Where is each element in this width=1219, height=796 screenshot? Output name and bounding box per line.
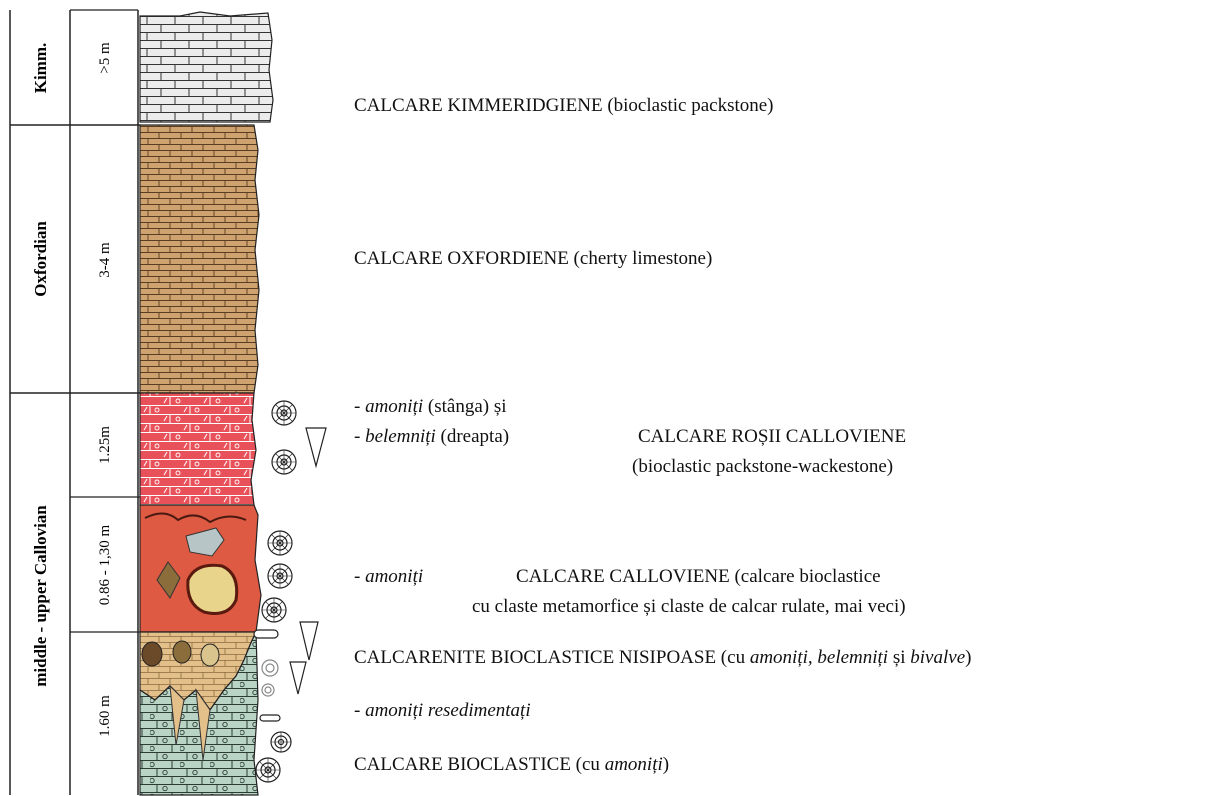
desc-kimmeridgian: CALCARE KIMMERIDGIENE (bioclastic packst…: [354, 95, 774, 117]
desc-cal-sub-text: cu claste metamorfice și claste de calca…: [472, 596, 906, 617]
desc-bio-1: CALCARE BIOCLASTICE (cu: [354, 754, 605, 775]
thickness-label-red: 1.25m: [97, 426, 113, 464]
desc-red-b2: (dreapta): [436, 426, 509, 447]
belemnite-icon: [306, 428, 326, 466]
stage-label-callovian: middle - upper Callovian: [31, 505, 50, 687]
desc-dash: -: [354, 426, 365, 447]
ammonite-icon: [268, 564, 292, 588]
desc-cal-title-text: CALCARE CALLOVIENE (calcare bioclastice: [516, 566, 881, 587]
ammonite-icon: [271, 732, 291, 752]
desc-resedimented: - amoniți resedimentați: [354, 700, 531, 722]
clast-dark: [201, 644, 219, 666]
belemnite-icon: [290, 662, 306, 694]
desc-sand-1: CALCARENITE BIOCLASTICE NISIPOASE (cu: [354, 647, 750, 668]
stage-label-oxfordian: Oxfordian: [31, 221, 50, 297]
ammonite-icon: [262, 684, 274, 696]
desc-red-a1: amoniți: [365, 396, 423, 417]
desc-sand-5: ): [965, 647, 971, 668]
desc-dash: -: [354, 700, 365, 721]
desc-bio-3: ): [663, 754, 669, 775]
layer-kimmeridgian: [140, 12, 273, 122]
clast-dark: [173, 641, 191, 663]
desc-bio-2: amoniți: [605, 754, 663, 775]
column-table: Kimm. Oxfordian middle - upper Callovian…: [10, 10, 140, 795]
bivalve-icon: [254, 630, 278, 638]
desc-dash: -: [354, 396, 365, 417]
desc-callovian-title: CALCARE CALLOVIENE (calcare bioclastice: [516, 566, 881, 588]
desc-kimm-text: CALCARE KIMMERIDGIENE (bioclastic packst…: [354, 95, 774, 116]
desc-callovian-sub: cu claste metamorfice și claste de calca…: [472, 596, 906, 618]
desc-red-belemnites: - belemniți (dreapta): [354, 426, 509, 448]
desc-resed-text: amoniți resedimentați: [365, 700, 531, 721]
ammonite-icon: [272, 401, 296, 425]
desc-sandy-calcarenite: CALCARENITE BIOCLASTICE NISIPOASE (cu am…: [354, 647, 971, 669]
ammonite-icon: [262, 598, 286, 622]
desc-red-sub: (bioclastic packstone-wackestone): [632, 456, 893, 478]
desc-bioclastic: CALCARE BIOCLASTICE (cu amoniți): [354, 754, 669, 776]
desc-oxfordian: CALCARE OXFORDIENE (cherty limestone): [354, 248, 712, 270]
desc-sand-4: bivalve: [910, 647, 965, 668]
desc-sand-3: și: [888, 647, 910, 668]
desc-red-b1: belemniți: [365, 426, 436, 447]
desc-dash: -: [354, 566, 365, 587]
fossil-symbols: [254, 401, 326, 782]
desc-sand-2: amoniți, belemniți: [750, 647, 888, 668]
desc-cal-a: amoniți: [365, 566, 423, 587]
layer-oxfordian: [140, 125, 259, 393]
belemnite-icon: [300, 622, 318, 660]
thickness-label-kimm: >5 m: [97, 42, 113, 74]
lithology-column: [140, 12, 273, 795]
desc-red-title-text: CALCARE ROȘII CALLOVIENE: [638, 426, 906, 447]
desc-red-sub-text: (bioclastic packstone-wackestone): [632, 456, 893, 477]
thickness-label-call: 0.86 - 1,30 m: [97, 524, 113, 605]
ammonite-icon: [268, 531, 292, 555]
ammonite-icon: [262, 660, 278, 676]
clast-yellow: [188, 565, 237, 613]
ammonite-icon: [256, 758, 280, 782]
bivalve-icon: [260, 715, 280, 721]
desc-red-title: CALCARE ROȘII CALLOVIENE: [638, 426, 906, 448]
thickness-label-bio: 1.60 m: [97, 695, 113, 737]
clast-dark: [142, 642, 162, 666]
desc-callovian-ammonites: - amoniți: [354, 566, 423, 588]
desc-red-ammonites: - amoniți (stânga) și: [354, 396, 507, 418]
ammonite-icon: [272, 450, 296, 474]
desc-oxf-text: CALCARE OXFORDIENE (cherty limestone): [354, 248, 712, 269]
layer-red-callovian: [140, 393, 256, 505]
thickness-label-oxf: 3-4 m: [97, 242, 113, 278]
desc-red-a2: (stânga) și: [423, 396, 506, 417]
stage-label-kimm: Kimm.: [31, 43, 50, 94]
